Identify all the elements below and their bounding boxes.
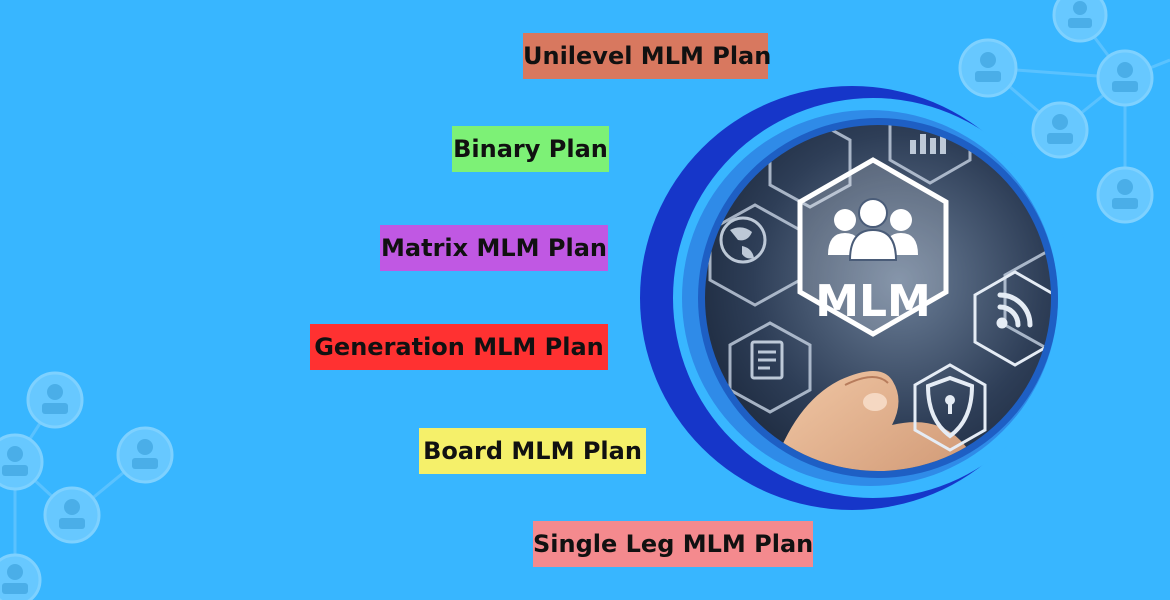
user-group-icon (828, 198, 918, 261)
shield-lock-icon (913, 363, 987, 452)
binary-plan-tag: Binary Plan (452, 126, 609, 172)
globe-icon (719, 216, 767, 264)
board-plan-tag: Board MLM Plan (419, 428, 646, 474)
mlm-logo-text: MLM (815, 276, 931, 327)
hero-mlm-illustration: MLM (640, 86, 1073, 510)
unilevel-plan-tag: Unilevel MLM Plan (523, 33, 771, 79)
wifi-signal-icon (973, 270, 1051, 367)
document-icon (750, 340, 784, 380)
matrix-plan-tag: Matrix MLM Plan (380, 225, 608, 271)
single-leg-plan-tag: Single Leg MLM Plan (533, 521, 813, 567)
generation-plan-tag: Generation MLM Plan (310, 324, 608, 370)
